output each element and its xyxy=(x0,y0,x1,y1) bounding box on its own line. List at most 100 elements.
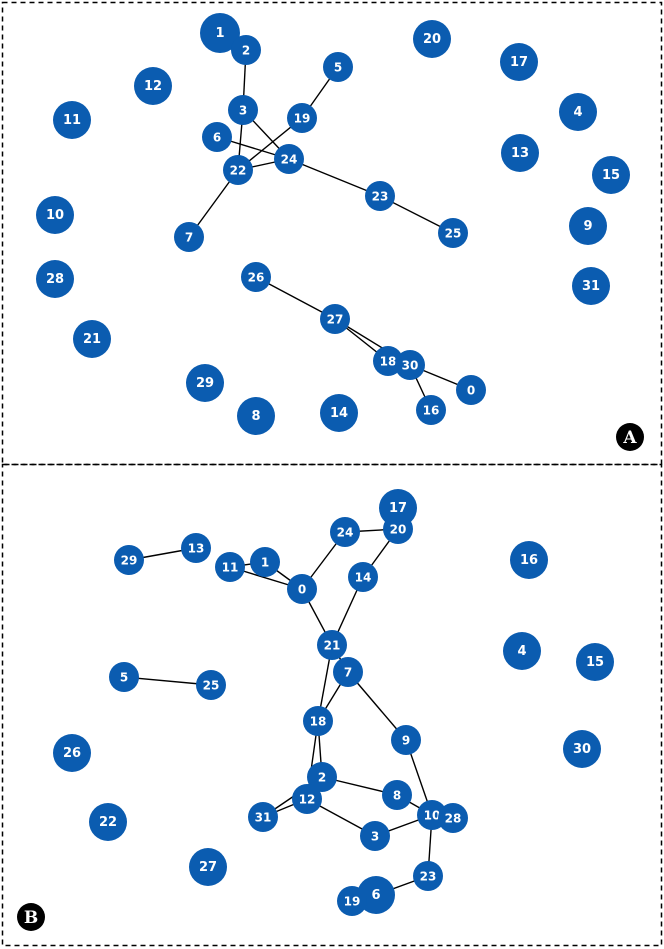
node-label: 22 xyxy=(230,164,247,178)
node-circle xyxy=(348,562,378,592)
panel-b-node-29: 29 xyxy=(114,545,144,575)
panel-b-node-0: 0 xyxy=(287,574,317,604)
node-label: 8 xyxy=(251,409,260,424)
node-label: 29 xyxy=(196,376,214,391)
panel-b-node-4: 4 xyxy=(503,632,541,670)
node-circle xyxy=(413,20,451,58)
node-label: 0 xyxy=(467,384,475,398)
node-circle xyxy=(189,848,227,886)
node-circle xyxy=(501,134,539,172)
node-label: 9 xyxy=(583,219,592,234)
panel-b-node-16: 16 xyxy=(510,541,548,579)
node-label: 12 xyxy=(144,79,162,94)
node-circle xyxy=(287,103,317,133)
panel-a-node-24: 24 xyxy=(274,144,304,174)
panel-a-badge-label: A xyxy=(622,428,637,448)
panel-a-node-11: 11 xyxy=(53,101,91,139)
node-label: 20 xyxy=(423,32,441,47)
node-circle xyxy=(572,267,610,305)
panel-a-edge-24-23 xyxy=(288,158,381,197)
node-label: 29 xyxy=(121,554,138,568)
panel-b-node-21: 21 xyxy=(317,630,347,660)
panel-a-node-20: 20 xyxy=(413,20,451,58)
node-label: 20 xyxy=(390,523,407,537)
node-circle xyxy=(181,533,211,563)
node-circle xyxy=(73,320,111,358)
node-label: 5 xyxy=(334,61,342,75)
node-circle xyxy=(248,802,278,832)
node-label: 10 xyxy=(46,208,64,223)
node-label: 10 xyxy=(424,809,441,823)
node-label: 23 xyxy=(420,870,437,884)
panel-a-node-25: 25 xyxy=(438,218,468,248)
panel-a-node-2: 2 xyxy=(231,35,261,65)
node-circle xyxy=(559,93,597,131)
node-circle xyxy=(330,517,360,547)
node-label: 27 xyxy=(327,313,344,327)
node-circle xyxy=(365,181,395,211)
panel-b-badge: B xyxy=(17,903,45,931)
node-label: 2 xyxy=(242,44,250,58)
panel-a-node-22: 22 xyxy=(223,155,253,185)
node-label: 17 xyxy=(389,501,407,516)
panel-b-node-8: 8 xyxy=(382,780,412,810)
node-circle xyxy=(569,207,607,245)
panel-b-node-28: 28 xyxy=(438,803,468,833)
node-label: 19 xyxy=(294,112,311,126)
node-circle xyxy=(413,861,443,891)
node-label: 21 xyxy=(83,332,101,347)
panel-a-node-1: 1 xyxy=(200,13,240,53)
panel-b-node-20: 20 xyxy=(383,514,413,544)
node-label: 14 xyxy=(355,571,372,585)
node-circle xyxy=(237,397,275,435)
panel-b-node-14: 14 xyxy=(348,562,378,592)
node-circle xyxy=(576,643,614,681)
panel-b-node-7: 7 xyxy=(333,657,363,687)
node-label: 19 xyxy=(344,895,361,909)
panel-b-node-23: 23 xyxy=(413,861,443,891)
node-label: 22 xyxy=(99,815,117,830)
panel-a-node-4: 4 xyxy=(559,93,597,131)
node-label: 7 xyxy=(344,666,352,680)
node-circle xyxy=(274,144,304,174)
panel-a-node-3: 3 xyxy=(228,95,258,125)
node-circle xyxy=(53,101,91,139)
node-label: 12 xyxy=(299,793,316,807)
node-circle xyxy=(114,545,144,575)
node-label: 5 xyxy=(120,671,128,685)
panel-b-node-3: 3 xyxy=(360,821,390,851)
panel-a-node-19: 19 xyxy=(287,103,317,133)
node-circle xyxy=(510,541,548,579)
node-label: 13 xyxy=(511,146,529,161)
node-circle xyxy=(382,780,412,810)
node-label: 4 xyxy=(517,644,526,659)
panel-b-node-1: 1 xyxy=(250,547,280,577)
node-circle xyxy=(109,662,139,692)
node-label: 8 xyxy=(393,789,401,803)
panel-b-node-11: 11 xyxy=(215,552,245,582)
node-circle xyxy=(287,574,317,604)
node-circle xyxy=(200,13,240,53)
node-circle xyxy=(438,218,468,248)
node-circle xyxy=(391,725,421,755)
node-label: 0 xyxy=(298,583,306,597)
node-circle xyxy=(563,730,601,768)
node-circle xyxy=(89,803,127,841)
panel-a-node-15: 15 xyxy=(592,156,630,194)
node-label: 28 xyxy=(46,272,64,287)
panel-a-node-21: 21 xyxy=(73,320,111,358)
node-circle xyxy=(228,95,258,125)
node-label: 31 xyxy=(582,279,600,294)
node-label: 24 xyxy=(281,153,298,167)
node-circle xyxy=(303,706,333,736)
node-label: 25 xyxy=(445,227,462,241)
node-circle xyxy=(500,43,538,81)
node-circle xyxy=(53,734,91,772)
panel-a-node-31: 31 xyxy=(572,267,610,305)
panel-b-node-24: 24 xyxy=(330,517,360,547)
panel-a-node-28: 28 xyxy=(36,260,74,298)
node-circle xyxy=(223,155,253,185)
node-circle xyxy=(503,632,541,670)
node-circle xyxy=(202,122,232,152)
